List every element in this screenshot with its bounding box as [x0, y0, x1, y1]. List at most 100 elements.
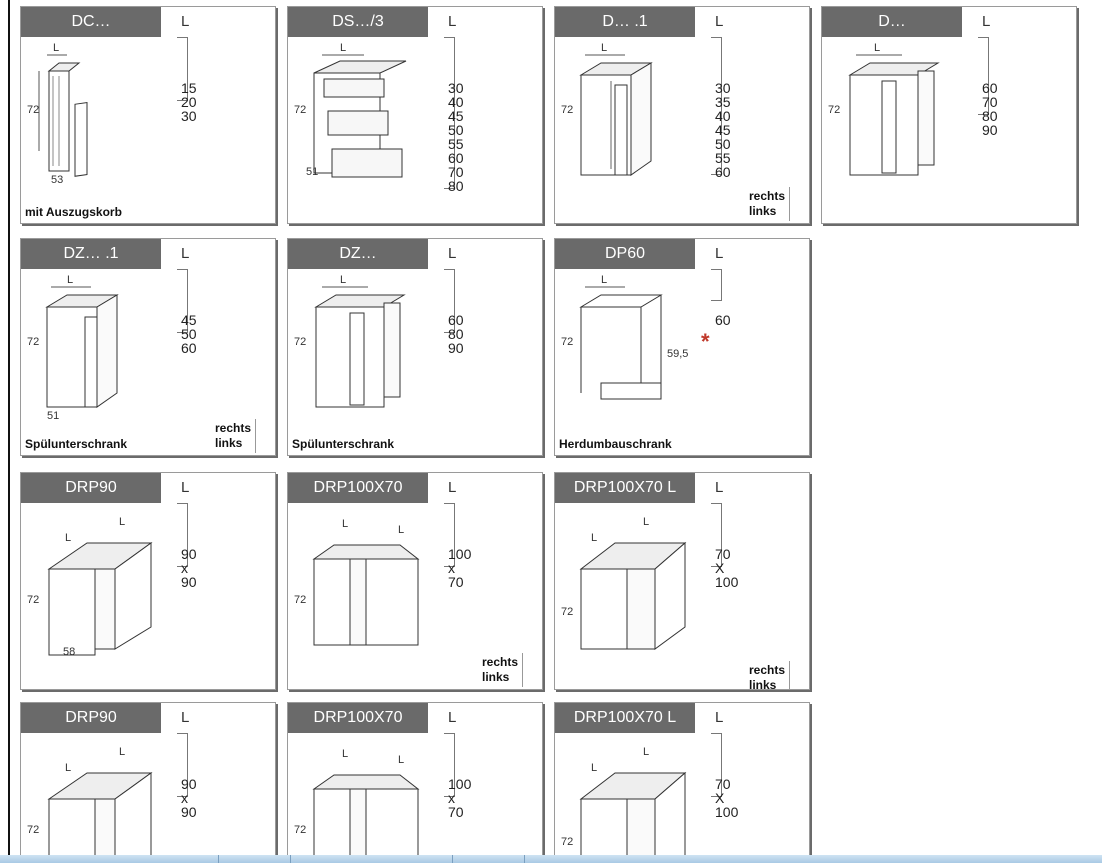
cabinet-caption: mit Auszugskorb [25, 205, 122, 219]
svg-text:L: L [591, 762, 597, 774]
corner-cabinet-drawing: L L 72 [561, 516, 687, 650]
svg-text:72: 72 [27, 824, 39, 836]
svg-text:L: L [643, 746, 649, 758]
svg-text:72: 72 [294, 824, 306, 836]
cabinet-name-tab: DRP100X70 [288, 473, 428, 503]
cabinet-name-tab: DZ… [288, 239, 428, 269]
drawer-cabinet-drawing: L 72 51 [294, 42, 407, 178]
size-bracket [711, 37, 722, 175]
cabinet-name-tab: DRP100X70 L [555, 473, 695, 503]
cabinet-name-tab: DRP100X70 L [555, 703, 695, 733]
taskbar-strip [0, 855, 1102, 863]
svg-text:L: L [67, 274, 73, 286]
size-bracket [177, 37, 188, 101]
svg-text:L: L [398, 524, 404, 536]
svg-text:L: L [340, 42, 346, 54]
width-header: L [715, 13, 724, 30]
svg-text:72: 72 [561, 836, 573, 848]
svg-text:72: 72 [294, 594, 306, 606]
width-header: L [181, 13, 190, 30]
size-bracket [978, 37, 989, 115]
svg-text:59,5: 59,5 [667, 348, 688, 360]
svg-text:L: L [65, 532, 71, 544]
svg-text:L: L [601, 42, 607, 54]
size-bracket [444, 733, 455, 797]
svg-text:72: 72 [561, 606, 573, 618]
cabinet-name-tab: DP60 [555, 239, 695, 269]
size-bracket [711, 503, 722, 567]
oven-housing-drawing: L 72 59,5 [561, 274, 688, 400]
svg-text:L: L [342, 518, 348, 530]
corner-cabinet-drawing: L L 72 [27, 746, 153, 861]
cabinet-name-tab: DRP100X70 [288, 703, 428, 733]
svg-text:L: L [119, 516, 125, 528]
cabinet-name-tab: DC… [21, 7, 161, 37]
width-header: L [448, 13, 457, 30]
size-bracket [444, 503, 455, 567]
width-header: L [448, 479, 457, 496]
cabinet-name-tab: DRP90 [21, 473, 161, 503]
cabinet-name-tab: DRP90 [21, 703, 161, 733]
pullout-cabinet-drawing: L 72 53 [27, 42, 88, 186]
corner-cabinet-drawing: L L 72 [294, 748, 420, 861]
width-header: L [715, 479, 724, 496]
width-header: L [181, 245, 190, 262]
svg-text:51: 51 [306, 166, 318, 178]
svg-text:58: 58 [63, 646, 75, 657]
size-bracket [177, 503, 188, 567]
size-bracket [444, 269, 455, 333]
width-header: L [181, 709, 190, 726]
size-bracket [177, 269, 188, 333]
svg-text:72: 72 [27, 336, 39, 348]
single-door-cabinet-drawing: L 72 [561, 42, 653, 176]
svg-text:72: 72 [561, 104, 573, 116]
svg-text:L: L [340, 274, 346, 286]
width-header: L [448, 709, 457, 726]
cabinet-card-dp60[interactable]: DP60 L 60 L 72 59,5 * Herdumbauschrank [554, 238, 810, 456]
cabinet-caption: Herdumbauschrank [559, 437, 672, 451]
svg-text:L: L [119, 746, 125, 758]
svg-text:L: L [398, 754, 404, 766]
size-list: 60 [715, 312, 731, 328]
cabinet-name-tab: DZ… .1 [21, 239, 161, 269]
svg-text:53: 53 [51, 174, 63, 186]
width-header: L [715, 709, 724, 726]
corner-cabinet-drawing: L L 72 58 [27, 516, 153, 657]
width-header: L [448, 245, 457, 262]
sink-cabinet-drawing: L 72 51 [27, 274, 119, 422]
width-header: L [181, 479, 190, 496]
svg-text:72: 72 [27, 594, 39, 606]
svg-text:72: 72 [561, 336, 573, 348]
svg-text:72: 72 [27, 104, 39, 116]
svg-text:L: L [65, 762, 71, 774]
width-header: L [982, 13, 991, 30]
size-bracket [711, 269, 722, 301]
cabinet-caption: Spülunterschrank [292, 437, 395, 451]
cabinet-name-tab: D… [822, 7, 962, 37]
double-door-cabinet-drawing: L 72 [828, 42, 940, 176]
left-border-line [8, 0, 10, 855]
svg-text:72: 72 [294, 104, 306, 116]
corner-cabinet-drawing: L L 72 [294, 518, 420, 646]
